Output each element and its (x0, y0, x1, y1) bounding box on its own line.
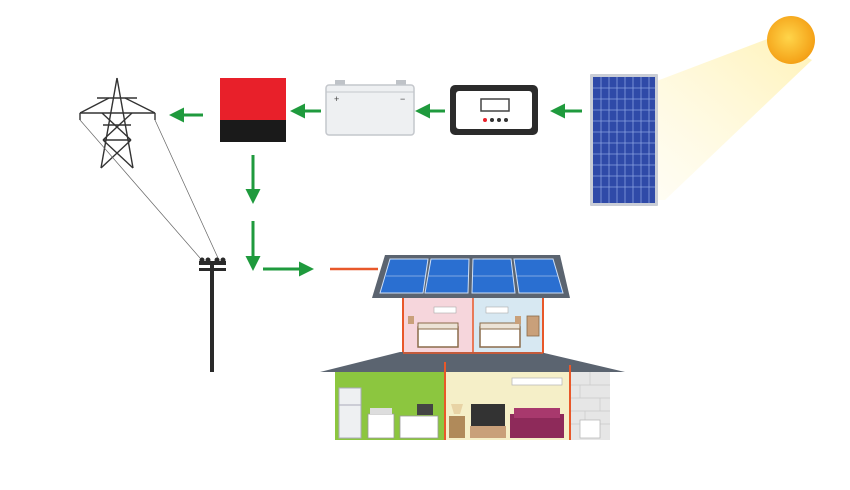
solar-panel-icon (590, 74, 658, 206)
transmission-tower-icon (79, 77, 156, 169)
battery-negative-label: − (400, 94, 405, 104)
battery-icon: + − (325, 80, 415, 136)
roof-solar-panels (379, 258, 564, 294)
house-icon (320, 255, 625, 440)
utility-pole-icon (199, 257, 226, 372)
sunlight-beam (620, 38, 812, 200)
inverter-icon (220, 78, 286, 142)
sun-icon (767, 16, 815, 64)
charge-controller-icon (450, 85, 538, 135)
power-lines (79, 119, 219, 259)
battery-positive-label: + (334, 94, 339, 104)
